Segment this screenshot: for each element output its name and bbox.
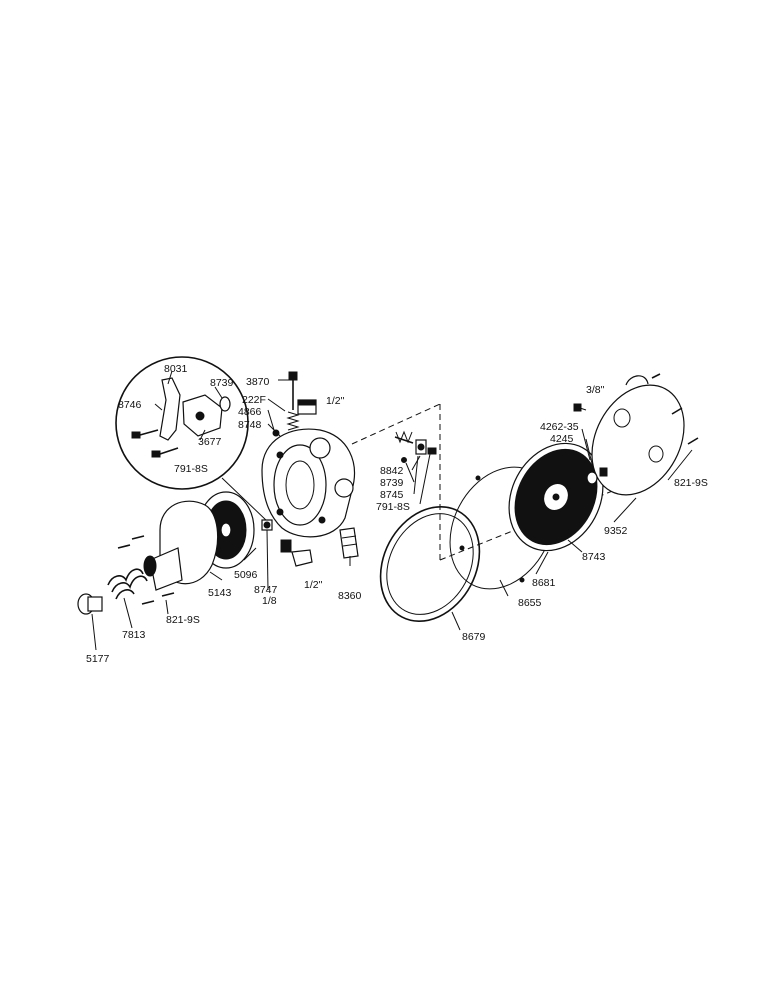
label-8743: 8743 (582, 551, 606, 563)
label-8681: 8681 (532, 577, 556, 589)
fitting-8360 (339, 527, 359, 559)
fitting-8747 (261, 519, 273, 531)
ball-8739 (401, 457, 407, 463)
pipe-plug-top (297, 399, 317, 415)
valve-port (195, 411, 205, 421)
valve-assembly-8745 (394, 430, 437, 463)
screws-821-9S-right (651, 373, 699, 445)
body-boss-top (309, 437, 331, 459)
label-8739-inset: 8739 (210, 377, 234, 389)
spring-7813 (107, 568, 148, 600)
part-labels: 8031 8739 8746 3677 791-8S 3870 222F 486… (86, 363, 708, 665)
bracket-8746 (159, 377, 181, 441)
main-body-8748 (261, 428, 356, 538)
cover-5143 (143, 500, 219, 591)
label-8747: 8747 (254, 584, 278, 596)
plug-4262-35 (573, 403, 582, 412)
cover-9352 (591, 375, 685, 496)
label-5177: 5177 (86, 653, 110, 665)
label-half-top: 1/2" (326, 395, 345, 407)
label-three-eighths: 3/8" (586, 384, 605, 396)
label-eighth: 1/8 (262, 595, 277, 607)
label-821-9S-left: 821-9S (166, 614, 200, 626)
body-boss-side (334, 478, 354, 498)
label-8745: 8745 (380, 489, 404, 501)
label-821-9S-right: 821-9S (674, 477, 708, 489)
screw-3870 (288, 371, 298, 410)
cap-5177 (77, 593, 103, 615)
label-222F: 222F (242, 394, 266, 406)
screws-821-9S-left (117, 535, 175, 605)
label-8655: 8655 (518, 597, 542, 609)
ring-4245 (586, 467, 608, 485)
label-8748: 8748 (238, 419, 262, 431)
label-8360: 8360 (338, 590, 362, 602)
label-4262-35: 4262-35 (540, 421, 579, 433)
label-8739-right: 8739 (380, 477, 404, 489)
label-3677: 3677 (198, 436, 222, 448)
bolt-791-8S-b (151, 447, 179, 458)
label-3870: 3870 (246, 376, 270, 388)
body-bore (273, 444, 327, 526)
spring-222F (286, 411, 300, 431)
leader-lines (91, 370, 693, 651)
detail-inset (115, 356, 269, 523)
label-8746: 8746 (118, 399, 142, 411)
label-4245: 4245 (550, 433, 574, 445)
label-9352: 9352 (604, 525, 628, 537)
diaphragm-8681 (508, 442, 604, 552)
label-8031: 8031 (164, 363, 188, 375)
label-791-8S-inset: 791-8S (174, 463, 208, 475)
inset-circle (115, 356, 249, 490)
ball-4866 (272, 429, 280, 437)
label-8679: 8679 (462, 631, 486, 643)
label-791-8S-right: 791-8S (376, 501, 410, 513)
label-half-bottom: 1/2" (304, 579, 323, 591)
bolt-791-8S-a (131, 429, 159, 439)
label-8842: 8842 (380, 465, 404, 477)
label-5143: 5143 (208, 587, 232, 599)
axis-upper (351, 403, 441, 445)
inset-leader (221, 477, 269, 523)
bolt-791-8S-right (427, 447, 437, 455)
label-4866: 4866 (238, 406, 262, 418)
label-7813: 7813 (122, 629, 146, 641)
label-5096: 5096 (234, 569, 258, 581)
gasket-8739 (219, 396, 231, 412)
pipe-plug-bottom (280, 539, 313, 567)
